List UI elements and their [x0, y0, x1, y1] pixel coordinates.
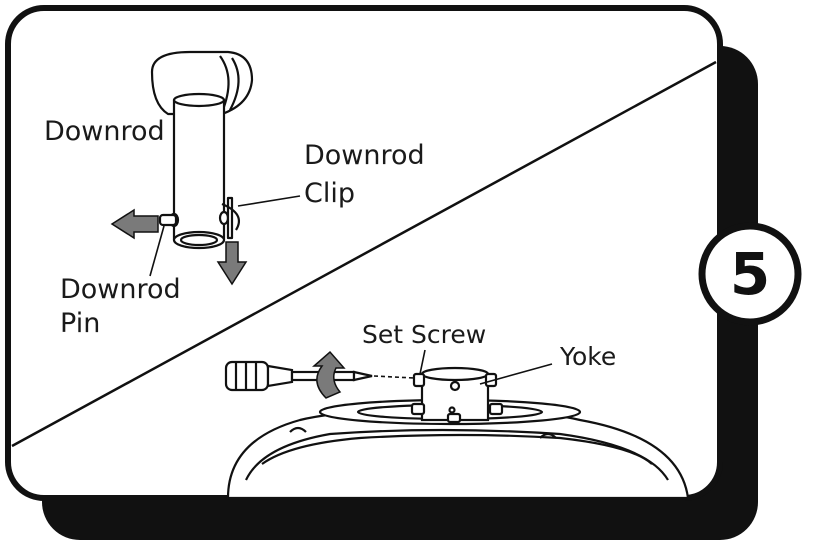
label-downrod-pin-line1: Downrod	[60, 274, 181, 305]
arrow-icons	[110, 208, 248, 286]
leader-line-yoke	[479, 363, 553, 385]
rotate-arrow-icon	[312, 350, 346, 399]
leader-line-clip	[237, 195, 301, 207]
leader-line-set-screw	[419, 349, 426, 375]
label-downrod-pin-line2: Pin	[60, 308, 101, 339]
label-downrod-clip-line2: Clip	[304, 178, 355, 209]
label-downrod: Downrod	[44, 116, 165, 147]
leader-line-pin	[149, 225, 165, 277]
downrod-illustration	[150, 50, 254, 250]
label-downrod-clip-line1: Downrod	[304, 140, 425, 171]
pull-down-arrow-icon	[216, 241, 248, 286]
label-yoke: Yoke	[560, 342, 617, 371]
label-set-screw: Set Screw	[362, 320, 487, 349]
diagonal-divider	[11, 60, 717, 448]
pull-left-arrow-icon	[110, 208, 159, 240]
yoke-illustration	[410, 366, 504, 424]
step-number: 5	[729, 240, 771, 308]
step-badge	[698, 222, 802, 326]
motor-housing-illustration	[226, 398, 690, 500]
